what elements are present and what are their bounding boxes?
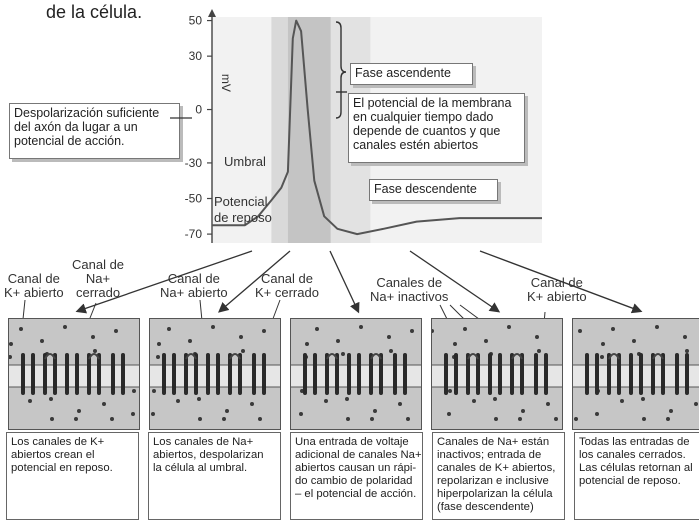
band-threshold [271,17,288,243]
label-k-open-1: Canal de K+ abierto [4,271,64,300]
membrane-panel-1 [8,318,140,430]
y-tick-label-4: -50 [185,192,203,206]
membrane-potential-line [212,19,542,236]
membrane-note: El potencial de la membrana en cualquier… [348,93,525,163]
falling-phase-label: Fase descendente [369,179,498,201]
y-axis-arrowhead [208,9,216,17]
label-k-open-2: Canal de K+ abierto [527,275,587,304]
y-tick-label-2: 0 [195,103,202,117]
membrane-panel-2 [149,318,281,430]
label-k-closed: Canal de K+ cerrado [255,271,319,300]
arrow-to-panel-1 [75,250,253,314]
y-tick-label-3: -30 [185,156,203,170]
arrow-to-panel-2 [218,250,291,313]
caption-5: Todas las entradas de los canales cerrad… [574,432,699,520]
y-axis-label: mV [219,74,233,92]
label-na-inactive: Canales de Na+ inactivos [370,275,449,304]
arrow-to-panel-3 [329,250,360,314]
caption-4: Canales de Na+ están inactivos; entrada … [432,432,565,520]
caption-1: Los canales de K+ abiertos crean el pote… [6,432,139,520]
y-tick-label-0: 50 [189,14,203,28]
rising-brace [335,21,347,119]
rising-phase-label: Fase ascendente [350,63,473,85]
caption-3: Una entrada de voltaje adicional de cana… [290,432,423,520]
label-na-closed: Canal de Na+ cerrado [72,257,125,300]
membrane-panel-5 [572,318,699,430]
umbral-label: Umbral [224,154,266,169]
arrow-to-panel-5 [479,250,643,314]
caption-2: Los canales de Na+ abiertos, despolariza… [148,432,281,520]
title-fragment: de la célula. [46,2,143,22]
y-tick-label-5: -70 [185,227,203,241]
arrow-to-panel-4 [409,250,501,313]
label-na-open: Canal de Na+ abierto [160,271,228,300]
y-tick-label-1: 30 [189,49,203,63]
resting-potential-label: Potencial de reposo [214,194,272,225]
membrane-panel-3 [290,318,422,430]
depolarization-note: Despolarización suficiente del axón da l… [9,103,180,159]
membrane-panel-4 [431,318,563,430]
